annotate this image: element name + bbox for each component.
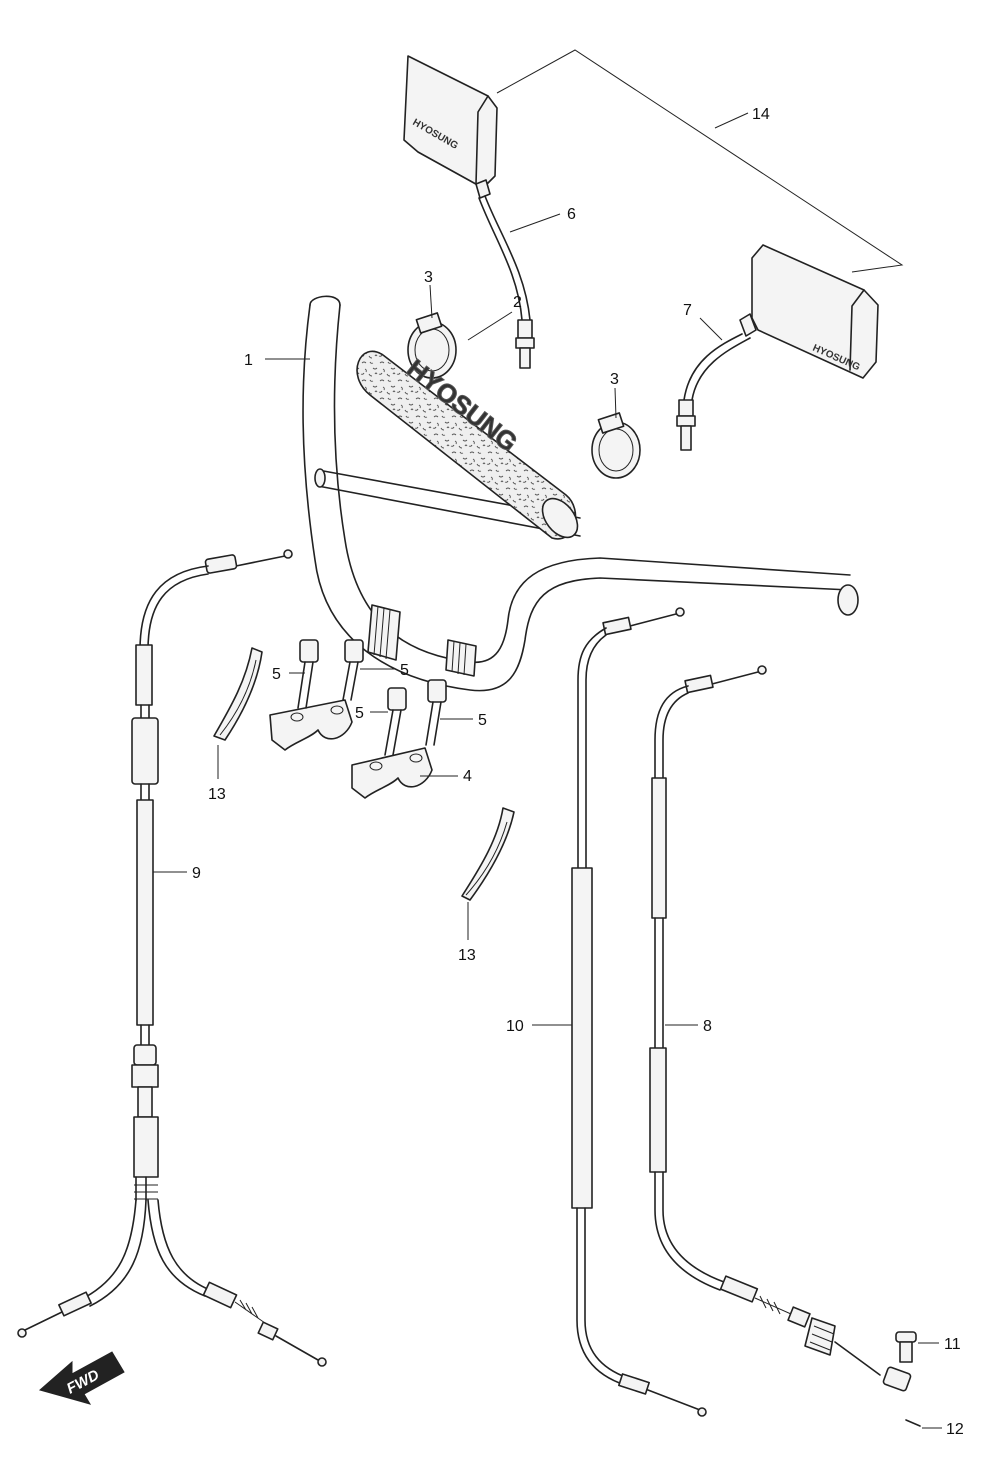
- callout-numbers: 1 2 3 3 4 5 5 5 5 6 7 8 9 10 11 12 13 13…: [192, 106, 964, 1438]
- clevis-pin: [895, 1331, 917, 1363]
- callout-4: 4: [463, 768, 472, 785]
- right-mirror: HYOSUNG: [676, 244, 879, 451]
- callout-8: 8: [703, 1018, 712, 1035]
- cable-clamp-center: [461, 807, 515, 901]
- bolt-3: [384, 687, 407, 756]
- callout-9: 9: [192, 865, 201, 882]
- throttle-cable: [17, 549, 327, 1367]
- callout-14: 14: [752, 106, 770, 123]
- mirror-set-bracket: [496, 49, 904, 273]
- forward-direction-arrow: FWD: [38, 1351, 125, 1405]
- clutch-cable: [571, 607, 707, 1417]
- handlebar-holder-upper: [269, 699, 353, 751]
- callout-11: 11: [944, 1336, 961, 1353]
- callout-5-b: 5: [400, 662, 409, 679]
- callout-2: 2: [513, 294, 522, 311]
- bolt-2: [342, 639, 364, 701]
- cotter-pin: [905, 1419, 921, 1427]
- callout-10: 10: [506, 1018, 524, 1035]
- callout-13-left: 13: [208, 786, 226, 803]
- knurled-grip-area-left: [367, 604, 401, 661]
- left-mirror: HYOSUNG: [403, 55, 535, 369]
- handlebar-holder-lower: [351, 747, 433, 799]
- callout-1: 1: [244, 352, 253, 369]
- handlebar: [302, 295, 859, 692]
- bolt-4: [425, 679, 447, 746]
- callout-3-lower: 3: [610, 371, 619, 388]
- callout-3-upper: 3: [424, 269, 433, 286]
- cable-clamp-left: [213, 647, 263, 741]
- callout-5-c: 5: [355, 705, 364, 722]
- bolt-1: [297, 639, 319, 709]
- callout-5-d: 5: [478, 712, 487, 729]
- callout-7: 7: [683, 302, 692, 319]
- callout-12: 12: [946, 1421, 964, 1438]
- hose-clamp-lower: [591, 412, 641, 479]
- callout-13-center: 13: [458, 947, 476, 964]
- callout-5-a: 5: [272, 666, 281, 683]
- knurled-grip-area-right: [445, 639, 477, 677]
- callout-6: 6: [567, 206, 576, 223]
- brake-cable: [649, 665, 912, 1392]
- hose-clamp-upper: [407, 312, 457, 379]
- callout-leaders: [153, 112, 942, 1429]
